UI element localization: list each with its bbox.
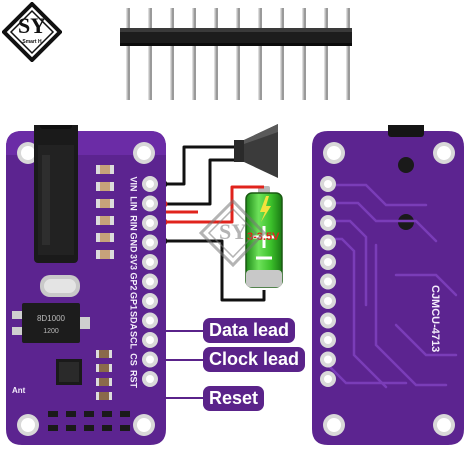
chip-sub-label: 1200	[43, 328, 59, 335]
header-pin	[258, 8, 262, 100]
pin-label: SDA	[129, 311, 139, 331]
pin-label: GND	[129, 233, 139, 254]
pin-label: RIN	[129, 215, 139, 231]
header-pin	[170, 8, 174, 100]
radio-module-back: CJMCU-4713	[306, 125, 474, 450]
pin-label: GP2	[129, 272, 139, 290]
header-pin	[126, 8, 130, 100]
pin-label: VIN	[129, 176, 139, 191]
header-pin	[236, 8, 240, 100]
battery-voltage-label: 3-3.5V	[247, 231, 280, 243]
header-pin	[192, 8, 196, 100]
pin-label: RST	[129, 370, 139, 389]
pin-label: GP1	[129, 292, 139, 310]
pin-label: LIN	[129, 196, 139, 211]
antenna-label: Ant	[12, 386, 26, 395]
header-pin	[302, 8, 306, 100]
reset-callout: Reset	[203, 386, 265, 411]
header-pin	[214, 8, 218, 100]
header-pin	[148, 8, 152, 100]
data-lead-callout: Data lead	[203, 318, 296, 343]
pin-header	[118, 6, 358, 106]
clock-lead-callout: Clock lead	[203, 347, 306, 372]
speaker-icon	[228, 122, 288, 182]
header-pin	[346, 8, 350, 100]
model-label: CJMCU-4713	[429, 285, 441, 352]
pin-label: CS	[129, 353, 139, 366]
brand-logo	[2, 2, 62, 62]
header-pin	[324, 8, 328, 100]
pin-label: 3V3	[129, 254, 139, 270]
header-pin	[280, 8, 284, 100]
chip-label: 8D1000	[37, 314, 66, 323]
pin-label: SCL	[129, 331, 139, 350]
